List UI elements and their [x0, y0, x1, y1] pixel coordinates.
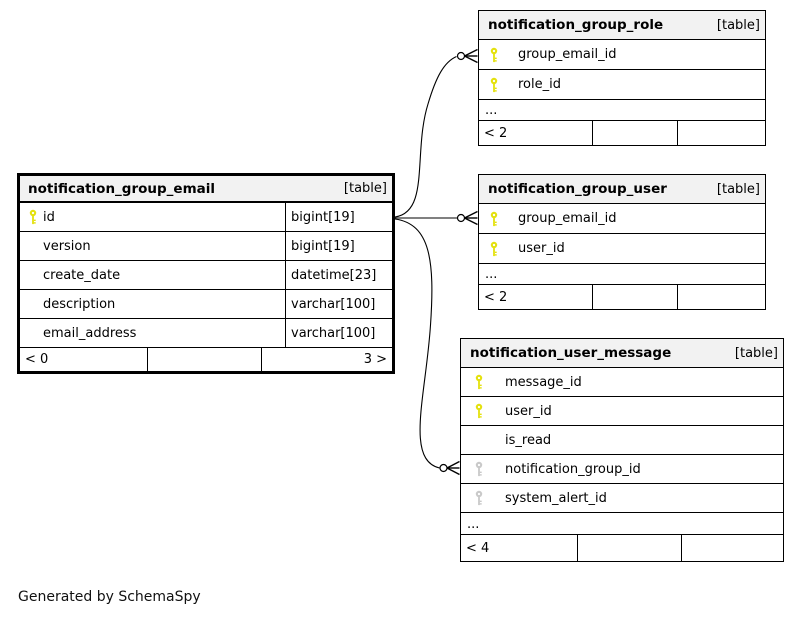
column-row-notification-group-id: notification_group_id — [461, 455, 783, 484]
column-name: user_id — [505, 403, 552, 419]
children-count — [678, 285, 765, 309]
children-count — [678, 121, 765, 145]
column-name: role_id — [518, 77, 561, 92]
column-name: message_id — [505, 374, 582, 390]
column-row-id: id bigint[19] — [20, 203, 392, 232]
table-title[interactable]: notification_group_role — [488, 17, 664, 33]
column-row-create-date: create_date datetime[23] — [20, 261, 392, 290]
primary-key-icon — [474, 403, 484, 419]
table-footer: < 0 3 > — [20, 348, 392, 371]
table-notification-group-user[interactable]: notification_group_user [table] group_em… — [478, 174, 766, 310]
column-row-group-email-id: group_email_id — [479, 204, 765, 234]
table-notification-user-message[interactable]: notification_user_message [table] messag… — [460, 338, 784, 562]
column-name: version — [43, 232, 286, 260]
column-name: create_date — [43, 261, 286, 289]
column-row-user-id: user_id — [479, 234, 765, 264]
column-type: datetime[23] — [291, 267, 377, 283]
column-row-group-email-id: group_email_id — [479, 40, 765, 70]
table-title[interactable]: notification_group_user — [488, 181, 667, 197]
table-notification-group-role[interactable]: notification_group_role [table] group_em… — [478, 10, 766, 146]
table-footer: < 4 — [461, 535, 783, 561]
table-header[interactable]: notification_group_role [table] — [479, 11, 765, 40]
column-name: system_alert_id — [505, 490, 607, 506]
column-row-is-read: is_read — [461, 426, 783, 455]
children-count — [682, 535, 783, 561]
relationship-line-group-user — [395, 210, 478, 226]
primary-key-icon — [28, 209, 38, 225]
column-name: is_read — [505, 432, 552, 448]
column-row-system-alert-id: system_alert_id — [461, 484, 783, 513]
parents-count: < 2 — [479, 285, 593, 309]
table-header[interactable]: notification_user_message [table] — [461, 339, 783, 368]
foreign-key-icon — [474, 490, 484, 506]
column-row-user-id: user_id — [461, 397, 783, 426]
column-name: group_email_id — [518, 47, 617, 62]
column-type: varchar[100] — [291, 325, 376, 341]
table-tag: [table] — [716, 181, 760, 197]
column-type: bigint[19] — [291, 209, 355, 225]
table-footer: < 2 — [479, 121, 765, 145]
table-notification-group-email[interactable]: notification_group_email [table] id bigi… — [17, 173, 395, 374]
table-tag: [table] — [716, 17, 760, 33]
parents-count: < 0 — [20, 348, 148, 371]
parents-count: < 4 — [461, 535, 578, 561]
primary-key-icon — [474, 374, 484, 390]
column-type: bigint[19] — [291, 238, 355, 254]
column-type: varchar[100] — [291, 296, 376, 312]
column-row-email-address: email_address varchar[100] — [20, 319, 392, 348]
table-tag: [table] — [343, 181, 387, 196]
primary-key-icon — [489, 241, 499, 257]
column-name: notification_group_id — [505, 461, 641, 477]
column-name: email_address — [43, 319, 286, 347]
children-count: 3 > — [363, 352, 387, 367]
table-header[interactable]: notification_group_user [table] — [479, 175, 765, 204]
generated-by-note: Generated by SchemaSpy — [18, 589, 201, 605]
column-name: group_email_id — [518, 211, 617, 226]
primary-key-icon — [489, 211, 499, 227]
foreign-key-icon — [474, 461, 484, 477]
table-footer: < 2 — [479, 285, 765, 309]
primary-key-icon — [489, 47, 499, 63]
zero-cardinality-circle — [456, 213, 466, 223]
footer-spacer-cell — [593, 285, 678, 309]
crows-foot-icon — [446, 460, 460, 476]
column-row-version: version bigint[19] — [20, 232, 392, 261]
table-header[interactable]: notification_group_email [table] — [20, 176, 392, 203]
relationship-line-user-message — [394, 218, 460, 476]
crows-foot-icon — [464, 210, 478, 226]
parents-count: < 2 — [479, 121, 593, 145]
primary-key-icon — [489, 77, 499, 93]
footer-spacer-cell — [578, 535, 682, 561]
table-title[interactable]: notification_user_message — [470, 345, 672, 361]
hidden-columns-ellipsis: ... — [479, 100, 765, 121]
column-row-description: description varchar[100] — [20, 290, 392, 319]
table-title[interactable]: notification_group_email — [28, 180, 216, 197]
table-tag: [table] — [734, 345, 778, 361]
footer-spacer-cell — [148, 348, 262, 371]
column-name: user_id — [518, 241, 565, 256]
hidden-columns-ellipsis: ... — [461, 513, 783, 535]
footer-spacer-cell — [593, 121, 678, 145]
column-row-role-id: role_id — [479, 70, 765, 100]
zero-cardinality-circle — [439, 463, 448, 473]
relationship-line-group-role — [394, 48, 478, 218]
column-name: id — [43, 203, 286, 231]
column-name: description — [43, 290, 286, 318]
hidden-columns-ellipsis: ... — [479, 264, 765, 285]
column-row-message-id: message_id — [461, 368, 783, 397]
zero-cardinality-circle — [456, 51, 466, 61]
crows-foot-icon — [464, 48, 478, 64]
